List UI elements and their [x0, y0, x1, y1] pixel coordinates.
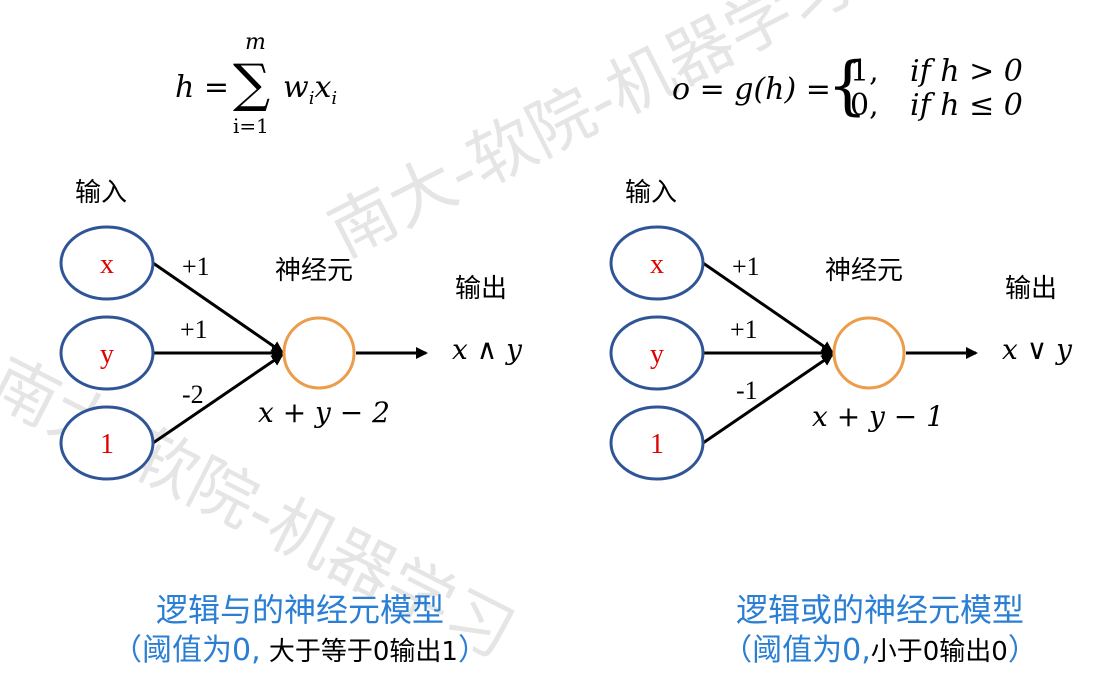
left-caption-note: （阈值为0, 大于等于0输出1）	[112, 633, 488, 668]
right-input-node-bias	[609, 405, 705, 481]
right-input-node-x	[609, 225, 705, 301]
formula-case1-cond: if h > 0	[910, 54, 1023, 89]
right-node-label-bias: 1	[650, 429, 664, 460]
right-weight-y: +1	[730, 315, 758, 344]
right-network: x y 1	[609, 225, 978, 481]
left-input-node-x	[59, 225, 155, 301]
left-input-node-bias	[59, 405, 155, 481]
right-weight-bias: -1	[736, 376, 758, 405]
left-input-node-y	[59, 315, 155, 391]
right-caption-note: （阈值为0,小于0输出0）	[722, 633, 1038, 668]
formula-case2-val: 0,	[850, 88, 879, 123]
right-caption-title: 逻辑或的神经元模型	[735, 591, 1024, 629]
formula-sum-top: m	[245, 30, 266, 55]
right-edge-x	[702, 261, 834, 354]
formula-activation: o = g(h) = { 1, if h > 0 0, if h ≤ 0	[672, 52, 1052, 132]
right-input-node-y	[609, 315, 705, 391]
formula-activation-lhs: o = g(h) =	[672, 72, 841, 107]
formula-sum: h = m ∑ i=1 wixi	[175, 30, 395, 138]
right-caption: 逻辑或的神经元模型 （阈值为0,小于0输出0）	[640, 590, 1108, 673]
formula-sum-symbol: ∑	[233, 54, 271, 114]
left-output-label: 输出	[455, 274, 508, 304]
left-weight-y: +1	[180, 315, 208, 344]
left-output-expression: x ∧ y	[452, 333, 522, 366]
formula-case1-val: 1,	[850, 54, 879, 89]
left-neuron-label: 神经元	[275, 256, 354, 286]
right-weight-x: +1	[732, 252, 760, 281]
left-weight-x: +1	[182, 252, 210, 281]
right-node-label-x: x	[650, 249, 664, 280]
formula-sum-w: wixi	[283, 70, 338, 109]
left-node-label-y: y	[100, 339, 114, 370]
left-input-label: 输入	[75, 178, 128, 208]
formula-case2-cond: if h ≤ 0	[910, 88, 1023, 123]
left-node-label-x: x	[100, 249, 114, 280]
left-neuron-node	[282, 316, 356, 390]
formula-activation-brace: {	[827, 49, 868, 123]
formula-sum-bottom: i=1	[233, 114, 269, 138]
right-node-label-y: y	[650, 339, 664, 370]
left-edge-bias	[152, 353, 284, 445]
left-weight-bias: -2	[182, 380, 204, 409]
formula-sum-lhs: h =	[175, 70, 239, 105]
left-sum-expression: x + y − 2	[258, 396, 390, 429]
left-node-label-bias: 1	[100, 429, 114, 460]
left-caption-title: 逻辑与的神经元模型	[155, 591, 444, 629]
right-sum-expression: x + y − 1	[812, 400, 944, 433]
left-network: x y 1	[59, 225, 428, 481]
right-output-label: 输出	[1005, 274, 1058, 304]
right-edge-bias	[702, 353, 834, 445]
right-input-label: 输入	[625, 178, 678, 208]
right-neuron-label: 神经元	[825, 256, 904, 286]
left-caption: 逻辑与的神经元模型 （阈值为0, 大于等于0输出1）	[60, 590, 540, 673]
left-edge-x	[152, 261, 284, 354]
right-output-expression: x ∨ y	[1002, 333, 1072, 366]
right-neuron-node	[832, 316, 906, 390]
